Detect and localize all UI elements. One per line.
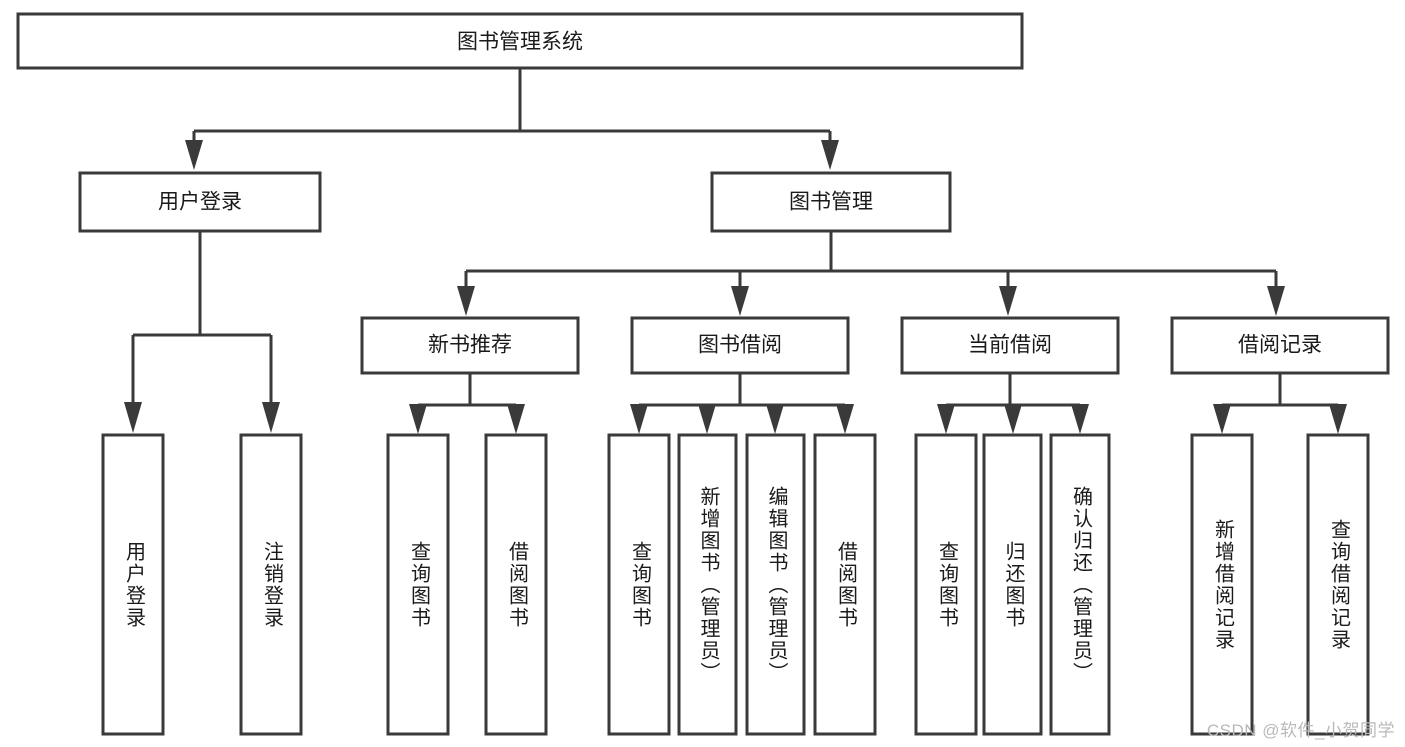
node-new-book-recommend[interactable]: 新书推荐 [360, 316, 580, 375]
leaf-box-bookborrow-1[interactable] [607, 433, 671, 736]
current-borrow-label: 当前借阅 [968, 334, 1052, 357]
root-box [16, 12, 1024, 70]
book-borrow-label: 图书借阅 [698, 334, 782, 357]
csdn-watermark: CSDN @软件_小贺同学 [1206, 721, 1395, 740]
arrow-level3-1 [457, 286, 475, 316]
arrow-newbook-leaf-1 [409, 404, 427, 434]
leaf-box-borrowrecords-2[interactable] [1306, 433, 1370, 736]
arrow-currentborrow-leaf-3 [1071, 404, 1089, 434]
arrow-bookborrow-leaf-4 [836, 404, 854, 434]
node-book-borrow[interactable]: 图书借阅 [630, 316, 850, 375]
node-user-login[interactable]: 用户登录 [78, 171, 322, 233]
arrow-bookborrow-leaf-3 [766, 404, 784, 434]
leaf-box-currentborrow-1[interactable] [914, 433, 978, 736]
arrow-level2-1 [185, 140, 203, 170]
arrow-currentborrow-leaf-1 [937, 404, 955, 434]
new-book-recommend-label: 新书推荐 [428, 334, 512, 357]
leaf-box-currentborrow-3[interactable] [1049, 433, 1111, 736]
arrow-level3-2 [731, 286, 749, 316]
user-login-label: 用户登录 [158, 191, 242, 214]
node-current-borrow[interactable]: 当前借阅 [900, 316, 1120, 375]
arrow-level3-4 [1267, 286, 1285, 316]
node-root[interactable]: 图书管理系统 [16, 12, 1024, 70]
borrow-records-label: 借阅记录 [1238, 334, 1322, 357]
leaf-box-bookborrow-4[interactable] [813, 433, 877, 736]
node-book-management[interactable]: 图书管理 [710, 171, 952, 233]
book-management-box [710, 171, 952, 233]
leaf-box-currentborrow-2[interactable] [982, 433, 1043, 736]
node-borrow-records[interactable]: 借阅记录 [1170, 316, 1390, 375]
leaf-box-user-login-1[interactable] [101, 433, 165, 736]
arrow-borrowrecords-leaf-1 [1213, 404, 1231, 434]
book-management-label: 图书管理 [789, 191, 873, 214]
arrow-bookborrow-leaf-2 [698, 404, 716, 434]
root-label: 图书管理系统 [457, 31, 583, 54]
leaf-box-bookborrow-3[interactable] [745, 433, 806, 736]
new-book-recommend-box [360, 316, 580, 375]
borrow-records-box [1170, 316, 1390, 375]
arrow-user-login-leaf-1 [124, 402, 142, 433]
leaf-box-borrowrecords-1[interactable] [1190, 433, 1254, 736]
arrow-level3-3 [999, 286, 1017, 316]
arrow-level2-2 [821, 140, 839, 170]
leaf-box-newbook-1[interactable] [386, 433, 450, 736]
arrow-bookborrow-leaf-1 [630, 404, 648, 434]
arrow-newbook-leaf-2 [507, 404, 525, 434]
leaf-box-bookborrow-2[interactable] [677, 433, 738, 736]
book-borrow-box [630, 316, 850, 375]
leaf-box-user-login-2[interactable] [239, 433, 303, 736]
arrow-user-login-leaf-2 [262, 402, 280, 433]
current-borrow-box [900, 316, 1120, 375]
arrow-currentborrow-leaf-2 [1004, 404, 1022, 434]
leaf-box-newbook-2[interactable] [484, 433, 548, 736]
arrow-borrowrecords-leaf-2 [1329, 404, 1347, 434]
